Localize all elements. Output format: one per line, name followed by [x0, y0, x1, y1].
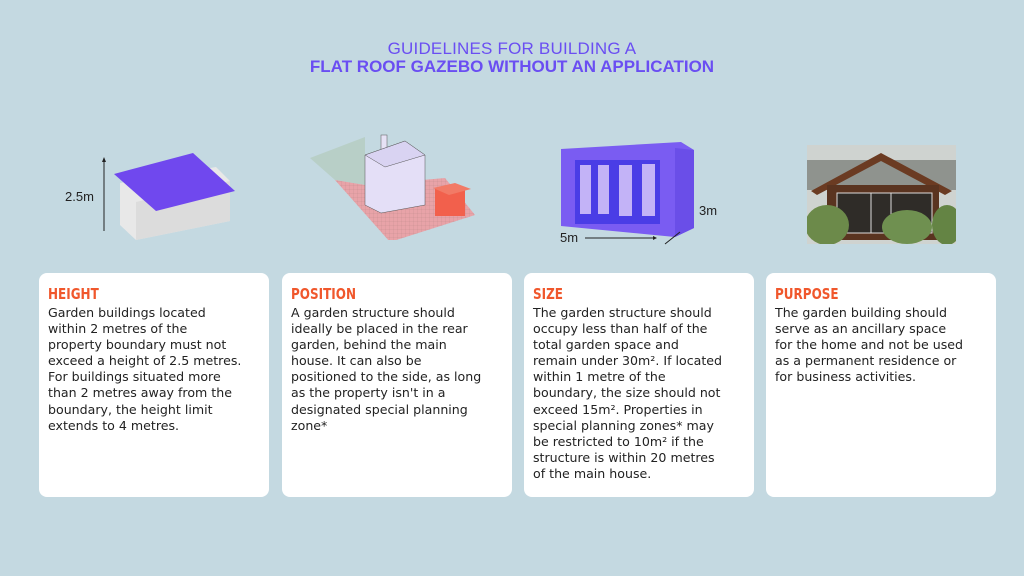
- card-body-line: for business activities.: [775, 369, 916, 385]
- card-body-line: exceed a height of 2.5 metres.: [48, 353, 242, 369]
- card-body-line: The garden building should: [775, 305, 947, 320]
- shed-height-illustration: [102, 153, 235, 240]
- card-body-line: structure is within 20 metres: [533, 449, 715, 465]
- card-body-line: For buildings situated more: [48, 369, 221, 385]
- card-body-line: extends to 4 metres.: [48, 417, 180, 433]
- card-body-line: A garden structure should: [291, 305, 455, 320]
- card-body-line: zone*: [291, 417, 328, 433]
- card-heading: POSITION: [291, 285, 356, 303]
- card-body-line: remain under 30m². If located: [533, 353, 723, 369]
- title-line-2: FLAT ROOF GAZEBO WITHOUT AN APPLICATION: [309, 57, 715, 76]
- card-heading: HEIGHT: [48, 285, 99, 303]
- card-body-line: boundary, the size should not: [533, 385, 721, 401]
- gazebo-size-illustration: [561, 142, 694, 245]
- card-body-line: occupy less than half of the: [533, 321, 708, 337]
- card-body-line: property boundary must not: [48, 337, 227, 353]
- card-body-line: The garden structure should: [533, 305, 712, 320]
- card-body-line: designated special planning: [291, 401, 468, 417]
- card-body-line: house. It can also be: [291, 353, 422, 369]
- card-heading: SIZE: [533, 285, 564, 303]
- card-body-line: than 2 metres away from the: [48, 385, 232, 401]
- card-body-line: within 1 metre of the: [533, 369, 666, 385]
- card-body-line: positioned to the side, as long: [291, 369, 482, 385]
- card-body-line: garden, behind the main: [291, 337, 447, 353]
- card-body-line: exceed 15m². Properties in: [533, 401, 703, 417]
- card-body-line: for the home and not be used: [775, 337, 964, 353]
- depth-label: 3m: [699, 203, 718, 218]
- card-body-line: ideally be placed in the rear: [291, 321, 468, 337]
- house-position-illustration: [310, 134, 475, 240]
- card-body-line: of the main house.: [533, 465, 652, 481]
- card-body-line: serve as an ancillary space: [775, 321, 947, 337]
- width-label: 5m: [560, 230, 579, 245]
- garden-building-photo: [807, 145, 956, 244]
- card-heading: PURPOSE: [775, 285, 839, 303]
- card-body-line: total garden space and: [533, 337, 679, 353]
- card-body-line: special planning zones* may: [533, 417, 714, 433]
- card-body-line: as the property isn't in a: [291, 385, 446, 401]
- card-body-line: be restricted to 10m² if the: [533, 433, 704, 449]
- card-body-line: Garden buildings located: [48, 305, 206, 320]
- height-label: 2.5m: [65, 189, 94, 204]
- card-body-line: as a permanent residence or: [775, 353, 957, 369]
- card-body-line: within 2 metres of the: [48, 321, 188, 337]
- title-line-1: GUIDELINES FOR BUILDING A: [387, 39, 637, 58]
- card-body-line: boundary, the height limit: [48, 401, 213, 417]
- width-arrow: [585, 236, 657, 240]
